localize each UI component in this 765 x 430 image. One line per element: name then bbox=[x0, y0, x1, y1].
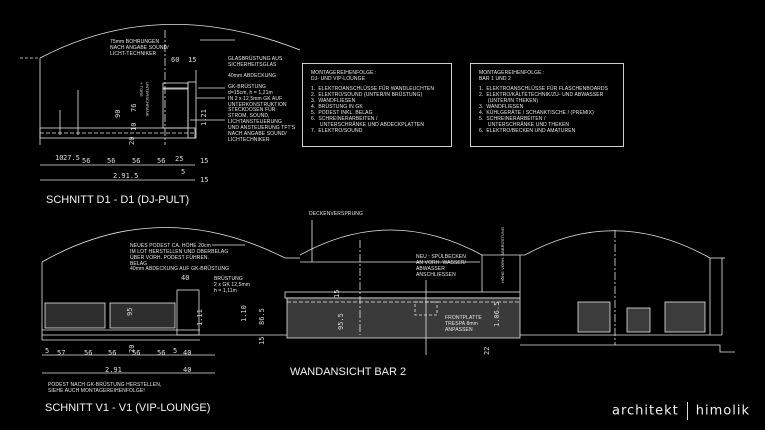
dim-bar-22: 22 bbox=[483, 346, 491, 355]
logo-text-right: himolik bbox=[695, 403, 750, 419]
dim-bar-110: 1.10 bbox=[240, 305, 248, 322]
side-table bbox=[626, 307, 651, 333]
podest-d1 bbox=[39, 127, 196, 139]
montage-bar-item: 4. KÜHLGERÄTE / SCHANKTISCHE / (PREMIX) bbox=[479, 110, 594, 116]
montage-bar-item: 3. WANDFLIESEN bbox=[479, 104, 524, 110]
montage-dj-item: 4. BRÜSTUNG IN GK bbox=[311, 104, 363, 110]
sofa-left bbox=[577, 301, 611, 333]
note-gk-bruestung: GK-BRÜSTUNG d=15cm, h = 1,21m IN 2 x 12,… bbox=[228, 84, 287, 108]
montage-dj-item: 3. WANDFLIESEN bbox=[311, 98, 356, 104]
montage-dj-item: 7. ELEKTRO/SOUND bbox=[311, 128, 363, 134]
ceiling-arch-3 bbox=[524, 230, 711, 259]
note-deckenversprung: DECKENVERSPRUNG bbox=[309, 211, 364, 217]
gk-bruestung bbox=[187, 81, 197, 139]
dim: 56 bbox=[157, 157, 166, 165]
dim: 56 bbox=[84, 349, 93, 357]
bench-left bbox=[44, 302, 106, 329]
dim: 15 bbox=[200, 157, 209, 165]
bench-right bbox=[109, 302, 176, 329]
dim: 2.91 bbox=[105, 366, 122, 374]
montage-dj-item: 6. SCHREINERARBEITEN / UNTERSCHRÄNKE UND… bbox=[311, 116, 425, 128]
montage-bar-box: MONTAGEREIHENFOLGE : BAR 1 UND 2 1. ELEK… bbox=[470, 63, 624, 147]
note-podest-footer: PODEST NACH GK-BRÜSTUNG HERSTELLEN, SIEH… bbox=[48, 382, 162, 394]
dim-bar-955: 95.5 bbox=[337, 313, 345, 330]
note-neues-podest: NEUES PODEST CA. HÖHE 20cm IM LOT HERSTE… bbox=[130, 243, 229, 267]
dim: 56 bbox=[132, 157, 141, 165]
section-v1-title: SCHNITT V1 - V1 (VIP-LOUNGE) bbox=[45, 402, 211, 414]
note-hoehe-abbruestung: HÖHE VORH. ABBRÜSTUNG bbox=[500, 226, 505, 283]
dim: 2.91.5 bbox=[113, 172, 139, 180]
section-v1-bar-linework bbox=[41, 220, 735, 374]
dim-d1-10: 10 bbox=[130, 122, 138, 131]
dim: 56 bbox=[132, 349, 141, 357]
dim-d1-76: 76 bbox=[130, 103, 138, 112]
dim-d1-90: 90 bbox=[114, 109, 122, 118]
note-bohrungen: 75mm BOHRUNGEN NACH ANGABE SOUND/ LICHT-… bbox=[110, 39, 169, 57]
note-frontplatte: FRONTPLATTE TRESPA 8mm ANPASSEN bbox=[445, 315, 482, 333]
dim: 10 bbox=[55, 154, 64, 162]
note-abdeckung-v1: 40mm ABDECKUNG AUF GK-BRÜSTUNG bbox=[130, 266, 230, 272]
bar-counter bbox=[286, 297, 521, 339]
montage-bar-heading: MONTAGEREIHENFOLGE : BAR 1 UND 2 bbox=[479, 70, 545, 82]
montage-dj-heading: MONTAGEREIHENFOLGE : DJ- UND VIP-LOUNGE bbox=[311, 70, 377, 82]
montage-dj-item: 2. ELEKTRO/SOUND (UNTER/IN BRÜSTUNG) bbox=[311, 92, 423, 98]
montage-bar-item: 2. ELEKTRO/KÄLTETECHNIK/ZU- UND ABWASSER… bbox=[479, 92, 604, 104]
logo-text-left: architekt bbox=[612, 403, 679, 419]
ceiling-arch-d1 bbox=[39, 23, 301, 59]
architect-logo: architekt himolik bbox=[612, 402, 750, 420]
note-unterschrank: UNTERSCHRANK + TÜRE bbox=[139, 82, 150, 117]
dim: 57 bbox=[57, 349, 66, 357]
dim: 56 bbox=[107, 157, 116, 165]
note-abdeckung-d1: 40mm ABDECKUNG bbox=[228, 73, 277, 79]
dim: 15 bbox=[200, 176, 209, 184]
ceiling-arch-2 bbox=[299, 229, 483, 256]
montage-dj-box: MONTAGEREIHENFOLGE : DJ- UND VIP-LOUNGE … bbox=[302, 63, 452, 147]
section-d1-title: SCHNITT D1 - D1 (DJ-PULT) bbox=[46, 194, 190, 206]
dim-d1-121: 1.21 bbox=[200, 109, 208, 126]
note-spuelbecken: NEU : SPÜLBECKEN AN VORH. WASSER/ ABWASS… bbox=[416, 254, 467, 278]
dj-desk bbox=[162, 87, 189, 129]
logo-divider bbox=[686, 402, 688, 420]
bruestung-column bbox=[176, 289, 200, 336]
dim: 40 bbox=[183, 366, 192, 374]
dim-v1-40: 40 bbox=[181, 274, 190, 282]
dim-d1-15: 15 bbox=[188, 56, 197, 64]
montage-bar-item: 5. SCHREINERARBEITEN / UNTERSCHRÄNKE UND… bbox=[479, 116, 570, 128]
montage-dj-item: 5. PODEST INKL. BELAG bbox=[311, 110, 373, 116]
dim-v1-111: 1.11 bbox=[196, 309, 204, 326]
dim: 25 bbox=[175, 155, 184, 163]
dim-v1-15: 15 bbox=[258, 336, 266, 345]
dim: 5 bbox=[45, 347, 50, 355]
note-steckdosen: STECKDOSEN FÜR STROM, SOUND, LICHTANSTEU… bbox=[228, 107, 296, 143]
dim: 56 bbox=[82, 157, 91, 165]
dim: 5 bbox=[181, 168, 186, 176]
dim: 40 bbox=[183, 349, 192, 357]
dim: 56 bbox=[108, 349, 117, 357]
dim: 5 bbox=[173, 347, 178, 355]
montage-bar-item: 1. ELEKTROANSCHLÜSSE FÜR FLASCHENBOARDS bbox=[479, 86, 609, 92]
section-d1-linework bbox=[20, 23, 301, 181]
dim-d1-60: 60 bbox=[171, 56, 180, 64]
dim: 27.5 bbox=[63, 154, 80, 162]
note-glasbruestung: GLASBRÜSTUNG AUS SICHERHEITSGLAS bbox=[228, 56, 283, 68]
dim-bar-865: 86.5 bbox=[258, 308, 266, 325]
montage-bar-item: 6. ELEKTRO/BECKEN UND AMATUREN bbox=[479, 128, 576, 134]
ceiling-arch-1 bbox=[41, 227, 286, 263]
dim: 56 bbox=[157, 349, 166, 357]
dim-bar-1065: 1.06.5 bbox=[493, 301, 501, 327]
dim-v1-95: 95 bbox=[126, 307, 134, 316]
note-bruestung-v1: BRÜSTUNG 2 x GK 12,5mm h = 1,11m bbox=[214, 276, 251, 294]
montage-dj-item: 1. ELEKTROANSCHLÜSSE FÜR WANDLEUCHTEN bbox=[311, 86, 435, 92]
bar-2-title: WANDANSICHT BAR 2 bbox=[290, 366, 407, 378]
dim-bar-15: 15 bbox=[333, 289, 341, 298]
sofa-right bbox=[664, 301, 706, 333]
dim-d1-20: 20 bbox=[128, 136, 136, 145]
